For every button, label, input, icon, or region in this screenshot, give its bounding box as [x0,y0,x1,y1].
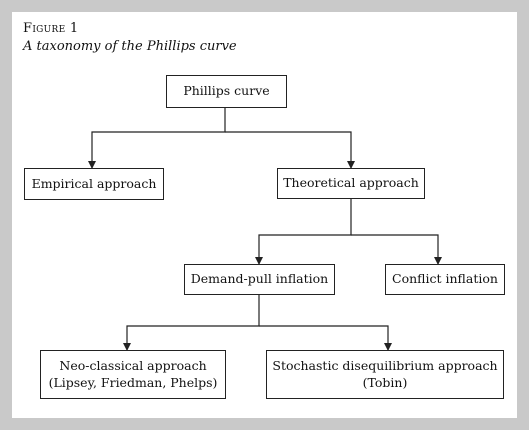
node-phillips-curve: Phillips curve [166,75,287,108]
diagram-connectors [88,108,442,351]
node-demand-pull-inflation-label: Demand-pull inflation [190,271,329,287]
node-neo-classical-approach: Neo-classical approach (Lipsey, Friedman… [40,350,226,399]
node-neo-classical-line2: (Lipsey, Friedman, Phelps) [48,374,218,390]
node-empirical-approach-label: Empirical approach [31,175,157,191]
node-stochastic-line1: Stochastic disequilibrium approach [272,357,498,373]
node-neo-classical-line1: Neo-classical approach [59,357,207,373]
node-theoretical-approach-label: Theoretical approach [283,175,419,191]
node-theoretical-approach: Theoretical approach [277,168,425,199]
figure-title: A taxonomy of the Phillips curve [23,39,237,54]
node-stochastic-line2: (Tobin) [362,374,408,390]
figure-label: Figure 1 [23,21,79,36]
node-conflict-inflation-label: Conflict inflation [392,271,498,287]
node-stochastic-disequilibrium-approach: Stochastic disequilibrium approach (Tobi… [266,350,504,399]
node-phillips-curve-label: Phillips curve [183,83,270,99]
edge-demand-pull-children [123,295,392,351]
node-conflict-inflation: Conflict inflation [385,264,505,295]
edge-theoretical-children [255,199,442,265]
edge-root-children [88,108,355,169]
node-demand-pull-inflation: Demand-pull inflation [184,264,335,295]
figure-panel: Figure 1 A taxonomy of the Phillips curv… [12,12,517,418]
node-empirical-approach: Empirical approach [24,168,164,200]
